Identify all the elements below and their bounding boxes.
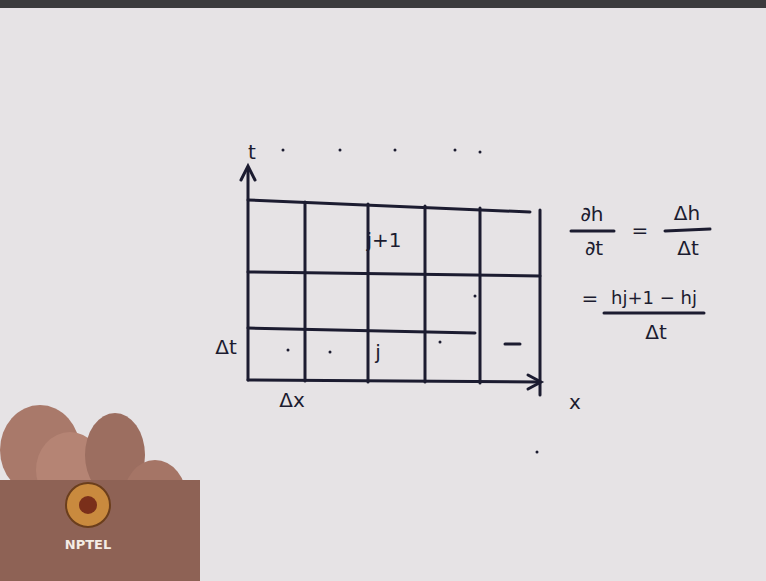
grid-lines	[241, 166, 710, 395]
axis-label: x	[569, 391, 581, 413]
equation-term: ∂t	[585, 237, 603, 259]
axis-label: t	[248, 141, 256, 163]
equation-term: Δt	[677, 237, 699, 259]
hand	[0, 405, 200, 581]
top-edge	[0, 0, 766, 8]
index-label: j	[375, 341, 381, 363]
equation-term: hj+1 − hj	[611, 288, 697, 308]
equation-term: Δh	[674, 202, 700, 224]
index-label: j+1	[366, 229, 401, 251]
step-label: Δx	[279, 389, 305, 411]
equation-term: ∂h	[580, 203, 603, 225]
step-label: Δt	[215, 336, 237, 358]
pencil-dots	[282, 149, 539, 454]
equation-sign: =	[582, 287, 599, 309]
equation-sign: =	[632, 219, 649, 241]
logo	[66, 483, 110, 527]
equation-term: Δt	[645, 321, 667, 343]
logo-text: NPTEL	[65, 538, 111, 552]
